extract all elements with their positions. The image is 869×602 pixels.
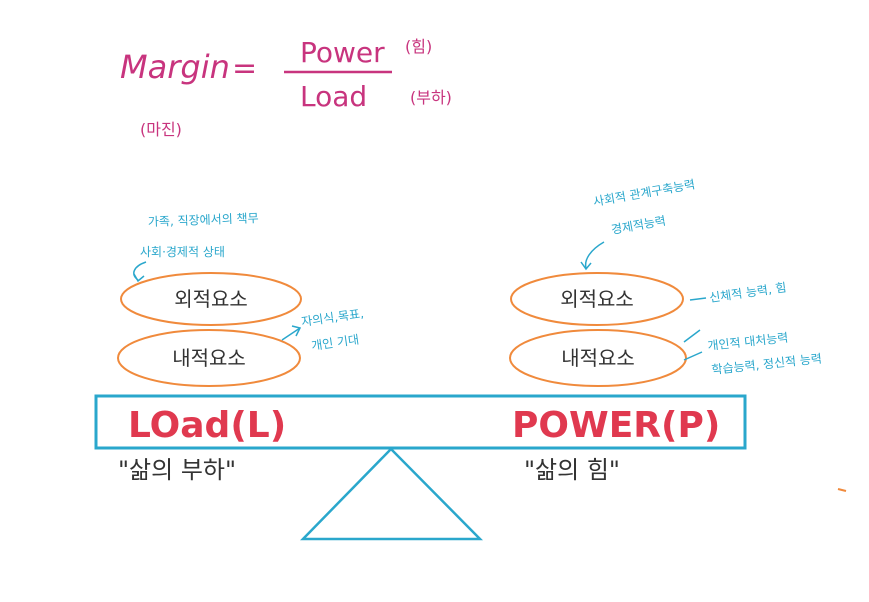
left-external-label: 외적요소 bbox=[174, 287, 248, 311]
left-internal-note-2: 개인 기대 bbox=[310, 332, 359, 353]
left-caption: "삶의 부하" bbox=[118, 456, 236, 484]
right-internal-note-2: 학습능력, 정신적 능력 bbox=[711, 351, 823, 377]
right-external-notes-side: 신체적 능력, 힘 bbox=[689, 280, 787, 305]
left-external-note-1: 가족, 직장에서의 책무 bbox=[148, 210, 259, 229]
formula-denominator: Load bbox=[300, 80, 367, 113]
formula-lhs-korean: (마진) bbox=[140, 120, 182, 139]
right-internal-ellipse bbox=[509, 329, 687, 387]
right-external-arrow bbox=[584, 241, 605, 269]
left-external-note-2: 사회·경제적 상태 bbox=[140, 245, 225, 259]
formula-denominator-korean: (부하) bbox=[410, 88, 452, 107]
left-internal-label: 내적요소 bbox=[172, 346, 246, 370]
right-internal-arrow-1 bbox=[683, 329, 701, 343]
margin-formula: Margin = (마진) Power Load (힘) (부하) bbox=[120, 36, 452, 139]
left-internal-arrowhead bbox=[291, 325, 302, 337]
beam-power-label: POWER(P) bbox=[512, 405, 720, 446]
right-external-notes-top: 사회적 관계구축능력 경제적능력 bbox=[580, 177, 696, 271]
formula-equals: = bbox=[232, 51, 257, 86]
left-external-arrowhead bbox=[133, 273, 145, 283]
beam-rect bbox=[94, 394, 747, 450]
left-internal-arrow bbox=[281, 327, 301, 341]
right-caption: "삶의 힘" bbox=[524, 456, 620, 484]
right-side-note-1: 신체적 능력, 힘 bbox=[708, 280, 787, 305]
stray-mark bbox=[837, 488, 847, 492]
left-internal-notes: 자의식,목표, 개인 기대 bbox=[281, 306, 365, 353]
right-stack: 외적요소 내적요소 bbox=[509, 272, 687, 387]
left-external-notes: 가족, 직장에서의 책무 사회·경제적 상태 bbox=[133, 210, 259, 283]
formula-lhs: Margin bbox=[120, 48, 230, 86]
seesaw-beam: LOad(L) POWER(P) bbox=[94, 394, 747, 450]
left-internal-ellipse bbox=[117, 329, 301, 387]
right-side-arrow-1 bbox=[689, 297, 707, 301]
formula-numerator: Power bbox=[300, 36, 385, 69]
right-external-note-1: 사회적 관계구축능력 bbox=[592, 177, 696, 209]
left-internal-note-1: 자의식,목표, bbox=[300, 306, 364, 329]
beam-load-label: LOad(L) bbox=[128, 405, 286, 446]
right-internal-notes: 개인적 대처능력 학습능력, 정신적 능력 bbox=[683, 329, 823, 377]
right-internal-arrow-2 bbox=[683, 351, 703, 361]
right-external-ellipse bbox=[510, 272, 684, 326]
right-external-note-2: 경제적능력 bbox=[610, 214, 667, 237]
left-external-ellipse bbox=[120, 272, 302, 326]
right-external-label: 외적요소 bbox=[560, 287, 634, 311]
right-internal-label: 내적요소 bbox=[561, 346, 635, 370]
formula-numerator-korean: (힘) bbox=[405, 37, 432, 56]
left-stack: 외적요소 내적요소 bbox=[117, 272, 302, 387]
fulcrum-triangle bbox=[300, 447, 483, 541]
right-external-arrowhead bbox=[580, 261, 592, 271]
right-internal-note-1: 개인적 대처능력 bbox=[707, 331, 789, 353]
